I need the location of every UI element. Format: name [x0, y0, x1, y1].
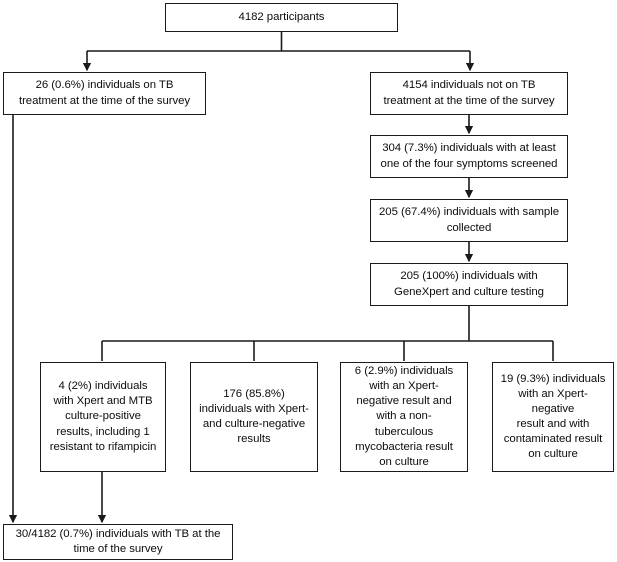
node-result-contaminated-culture[interactable]: 19 (9.3%) individuals with an Xpert-nega… [492, 362, 614, 472]
node-not-on-treatment-label: 4154 individuals not on TB treatment at … [383, 79, 555, 107]
node-result-contaminated-culture-label: 19 (9.3%) individuals with an Xpert-nega… [500, 372, 606, 461]
node-symptoms-screened[interactable]: 304 (7.3%) individuals with at least one… [370, 135, 568, 178]
node-sample-collected-label: 205 (67.4%) individuals with sample coll… [379, 206, 559, 234]
node-genexpert-culture-testing-label: 205 (100%) individuals with GeneXpert an… [394, 270, 544, 298]
node-result-culture-positive[interactable]: 4 (2%) individuals with Xpert and MTB cu… [40, 362, 166, 472]
node-on-treatment-label: 26 (0.6%) individuals on TB treatment at… [18, 79, 191, 107]
node-result-nontuberculous-mycobacteria[interactable]: 6 (2.9%) individuals with an Xpert- nega… [340, 362, 468, 472]
node-symptoms-screened-label: 304 (7.3%) individuals with at least one… [380, 142, 558, 170]
node-sample-collected[interactable]: 205 (67.4%) individuals with sample coll… [370, 199, 568, 242]
node-participants-label: 4182 participants [238, 10, 325, 23]
node-result-culture-negative[interactable]: 176 (85.8%) individuals with Xpert- and … [190, 362, 318, 472]
node-result-culture-positive-label: 4 (2%) individuals with Xpert and MTB cu… [49, 380, 157, 453]
node-final-tb-cases-label: 30/4182 (0.7%) individuals with TB at th… [15, 527, 221, 555]
node-result-nontuberculous-mycobacteria-label: 6 (2.9%) individuals with an Xpert- nega… [354, 365, 454, 468]
node-on-treatment[interactable]: 26 (0.6%) individuals on TB treatment at… [3, 72, 206, 115]
node-final-tb-cases[interactable]: 30/4182 (0.7%) individuals with TB at th… [3, 524, 233, 560]
node-genexpert-culture-testing[interactable]: 205 (100%) individuals with GeneXpert an… [370, 263, 568, 306]
node-participants[interactable]: 4182 participants [165, 3, 398, 32]
node-result-culture-negative-label: 176 (85.8%) individuals with Xpert- and … [199, 387, 309, 446]
node-not-on-treatment[interactable]: 4154 individuals not on TB treatment at … [370, 72, 568, 115]
